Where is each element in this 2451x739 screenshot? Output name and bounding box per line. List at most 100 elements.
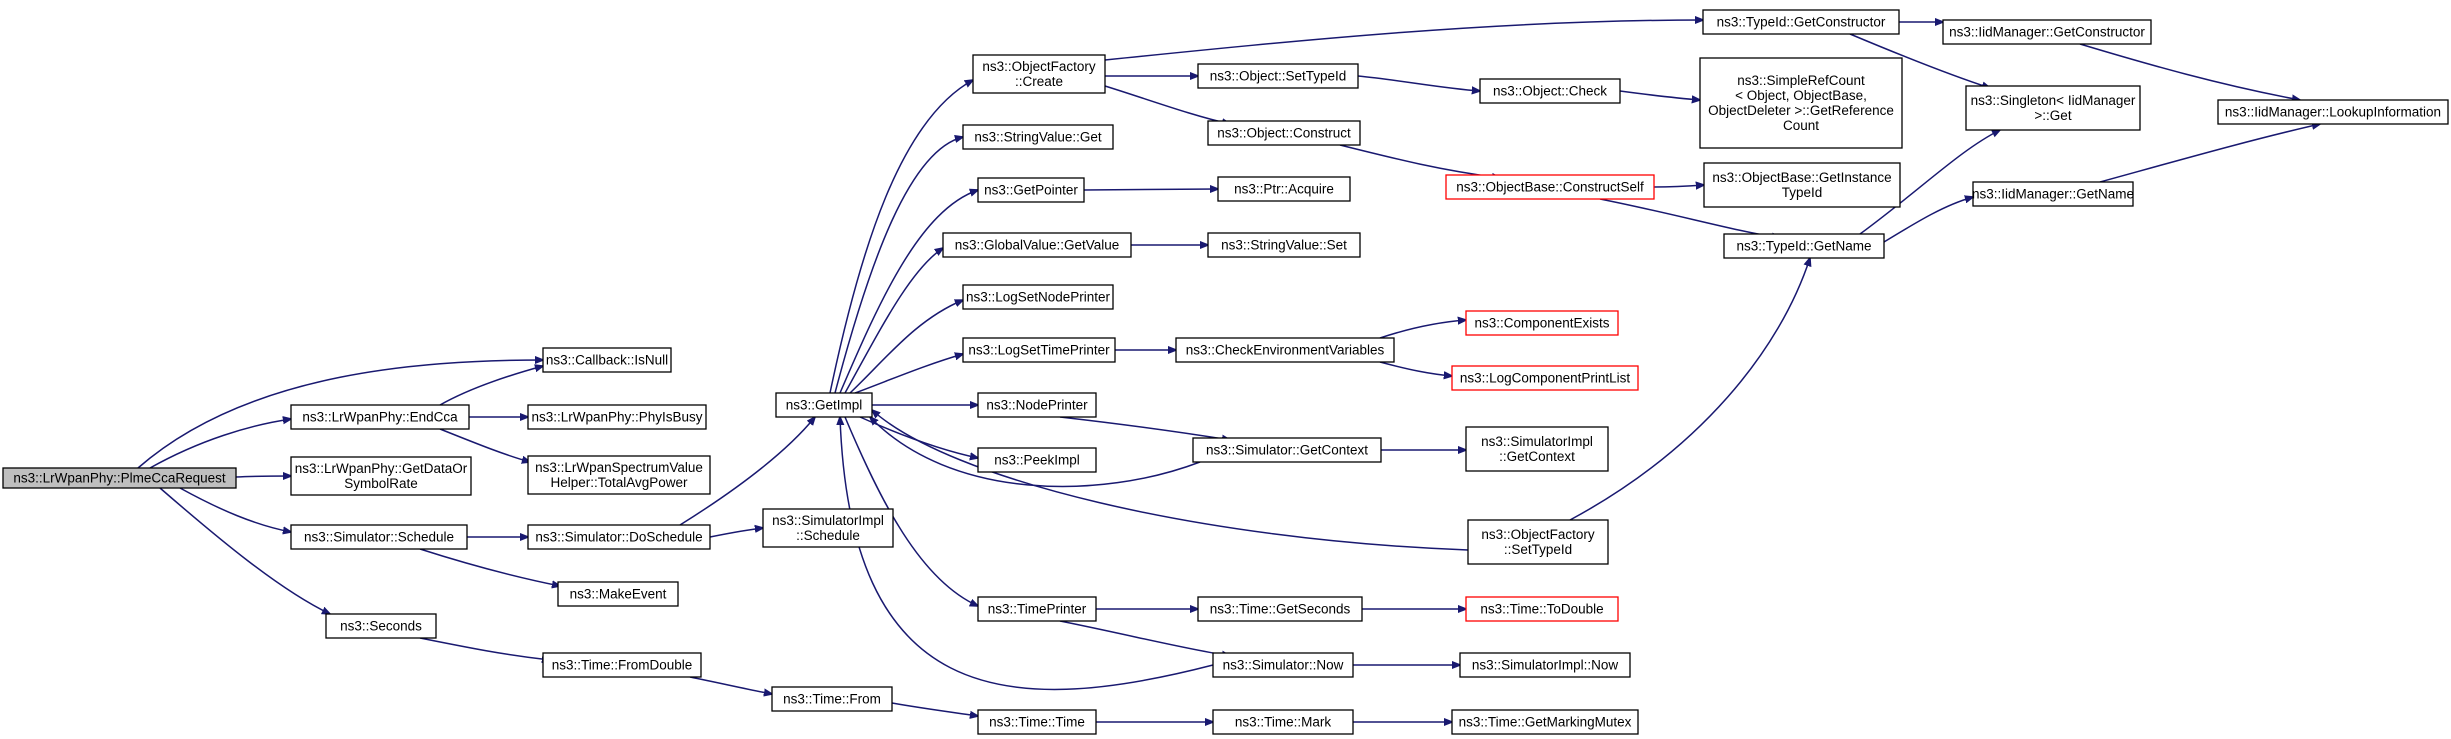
node-box [977,447,1097,473]
node-logcomp[interactable]: ns3::LogComponentPrintList [1451,365,1639,391]
node-simimplnow[interactable]: ns3::SimulatorImpl::Now [1459,652,1631,678]
node-box [1723,233,1885,259]
node-box [977,709,1097,735]
node-label: ns3::SimulatorImpl [1481,434,1593,449]
node-label: ns3::Singleton< IidManager [1971,93,2136,108]
node-doschedule[interactable]: ns3::Simulator::DoSchedule [527,524,711,550]
node-label: ns3::LrWpanPhy::EndCca [302,410,458,425]
node-getcontext[interactable]: ns3::Simulator::GetContext [1192,437,1382,463]
node-box [325,613,437,639]
node-mark[interactable]: ns3::Time::Mark [1212,709,1354,735]
edge-root-to-isnull [137,360,543,469]
node-box [1217,176,1351,202]
node-box [1965,85,2141,131]
node-peekimpl[interactable]: ns3::PeekImpl [977,447,1097,473]
node-nodeprinter[interactable]: ns3::NodePrinter [977,392,1097,418]
node-label: ns3::StringValue::Set [1221,238,1347,253]
edge-getimpl-to-getpointer [839,190,978,394]
node-label: ns3::TypeId::GetConstructor [1717,15,1886,30]
node-timetime[interactable]: ns3::Time::Time [977,709,1097,735]
node-simimplctx[interactable]: ns3::SimulatorImpl::GetContext [1465,426,1609,472]
node-constructself[interactable]: ns3::ObjectBase::ConstructSelf [1445,174,1655,200]
node-iidgetname[interactable]: ns3::IidManager::GetName [1972,181,2134,207]
node-label: ns3::Time::GetSeconds [1210,602,1351,617]
node-label: ns3::ObjectBase::GetInstance [1712,170,1891,185]
edge-iidgetname-to-lookup [2099,124,2320,183]
node-simimplsched[interactable]: ns3::SimulatorImpl::Schedule [762,508,894,548]
edge-construct-to-constructself [1339,144,1500,178]
node-label: ns3::LogComponentPrintList [1460,371,1631,386]
edges-layer [137,20,2320,722]
node-box [1459,652,1631,678]
node-label: ns3::Object::Check [1493,84,1607,99]
node-getconstructor[interactable]: ns3::TypeId::GetConstructor [1702,9,1900,35]
node-getmarking[interactable]: ns3::Time::GetMarkingMutex [1451,709,1639,735]
node-makeevent[interactable]: ns3::MakeEvent [557,581,679,607]
node-label: ns3::GlobalValue::GetValue [955,238,1120,253]
node-root[interactable]: ns3::LrWpanPhy::PlmeCcaRequest [2,467,237,489]
node-isnull[interactable]: ns3::Callback::IsNull [542,347,672,373]
node-seconds[interactable]: ns3::Seconds [325,613,437,639]
node-label: ObjectDeleter >::GetReference [1708,103,1894,118]
node-getimpl[interactable]: ns3::GetImpl [775,392,873,418]
edge-root-to-getdata [235,476,291,477]
node-box [1465,596,1619,622]
node-fromdouble[interactable]: ns3::Time::FromDouble [542,652,702,678]
node-objfactcreate[interactable]: ns3::ObjectFactory::Create [972,54,1106,94]
node-box [2,467,237,489]
edge-from-to-timetime [891,702,978,716]
node-phyisbusy[interactable]: ns3::LrWpanPhy::PhyIsBusy [527,404,707,430]
node-construct[interactable]: ns3::Object::Construct [1207,120,1361,146]
node-box [962,337,1116,363]
node-simpleref[interactable]: ns3::SimpleRefCount< Object, ObjectBase,… [1699,57,1903,149]
node-globalget[interactable]: ns3::GlobalValue::GetValue [942,232,1132,258]
node-timeprinter[interactable]: ns3::TimePrinter [977,596,1097,622]
node-stringget[interactable]: ns3::StringValue::Get [962,124,1114,150]
node-getseconds[interactable]: ns3::Time::GetSeconds [1197,596,1363,622]
node-label: ns3::MakeEvent [570,587,667,602]
node-box [1445,174,1655,200]
node-settypeid[interactable]: ns3::Object::SetTypeId [1197,63,1359,89]
node-box [942,232,1132,258]
node-compexists[interactable]: ns3::ComponentExists [1465,310,1619,336]
node-logtime[interactable]: ns3::LogSetTimePrinter [962,337,1116,363]
node-box [775,392,873,418]
node-label: ns3::Time::Mark [1235,715,1332,730]
node-ofsettypeid[interactable]: ns3::ObjectFactory::SetTypeId [1467,519,1609,565]
node-lognode[interactable]: ns3::LogSetNodePrinter [962,284,1114,310]
node-totalavg[interactable]: ns3::LrWpanSpectrumValueHelper::TotalAvg… [527,455,711,495]
node-label: ns3::LogSetNodePrinter [966,290,1111,305]
node-schedule[interactable]: ns3::Simulator::Schedule [290,524,468,550]
node-box [977,177,1085,203]
node-simnow[interactable]: ns3::Simulator::Now [1212,652,1354,678]
node-ptracquire[interactable]: ns3::Ptr::Acquire [1217,176,1351,202]
node-box [1465,310,1619,336]
node-getname[interactable]: ns3::TypeId::GetName [1723,233,1885,259]
node-label: ns3::IidManager::LookupInformation [2225,105,2441,120]
node-todouble[interactable]: ns3::Time::ToDouble [1465,596,1619,622]
node-from[interactable]: ns3::Time::From [771,686,893,712]
node-label: ns3::SimulatorImpl::Now [1472,658,1619,673]
node-getpointer[interactable]: ns3::GetPointer [977,177,1085,203]
node-lookup[interactable]: ns3::IidManager::LookupInformation [2217,99,2449,125]
node-label: ns3::StringValue::Get [974,130,1102,145]
node-label: ns3::SimulatorImpl [772,513,884,528]
node-label: ns3::Seconds [340,619,422,634]
edge-getname-to-singleton [1859,130,2000,235]
node-box [962,284,1114,310]
edge-getimpl-to-stringget [834,137,963,394]
node-stringset[interactable]: ns3::StringValue::Set [1207,232,1361,258]
node-singleton[interactable]: ns3::Singleton< IidManager>::Get [1965,85,2141,131]
node-objcheck[interactable]: ns3::Object::Check [1479,78,1621,104]
node-label: TypeId [1782,185,1823,200]
edge-ofsettypeid-to-getimpl [872,410,1469,551]
node-label: ns3::LrWpanPhy::GetDataOr [295,461,468,476]
node-checkenv[interactable]: ns3::CheckEnvironmentVariables [1175,337,1395,363]
node-iidgetconstructor[interactable]: ns3::IidManager::GetConstructor [1942,19,2152,45]
edge-getimpl-to-peekimpl [859,416,978,458]
node-endcca[interactable]: ns3::LrWpanPhy::EndCca [290,404,470,430]
node-box [1942,19,2152,45]
node-label: ns3::Time::From [783,692,881,707]
